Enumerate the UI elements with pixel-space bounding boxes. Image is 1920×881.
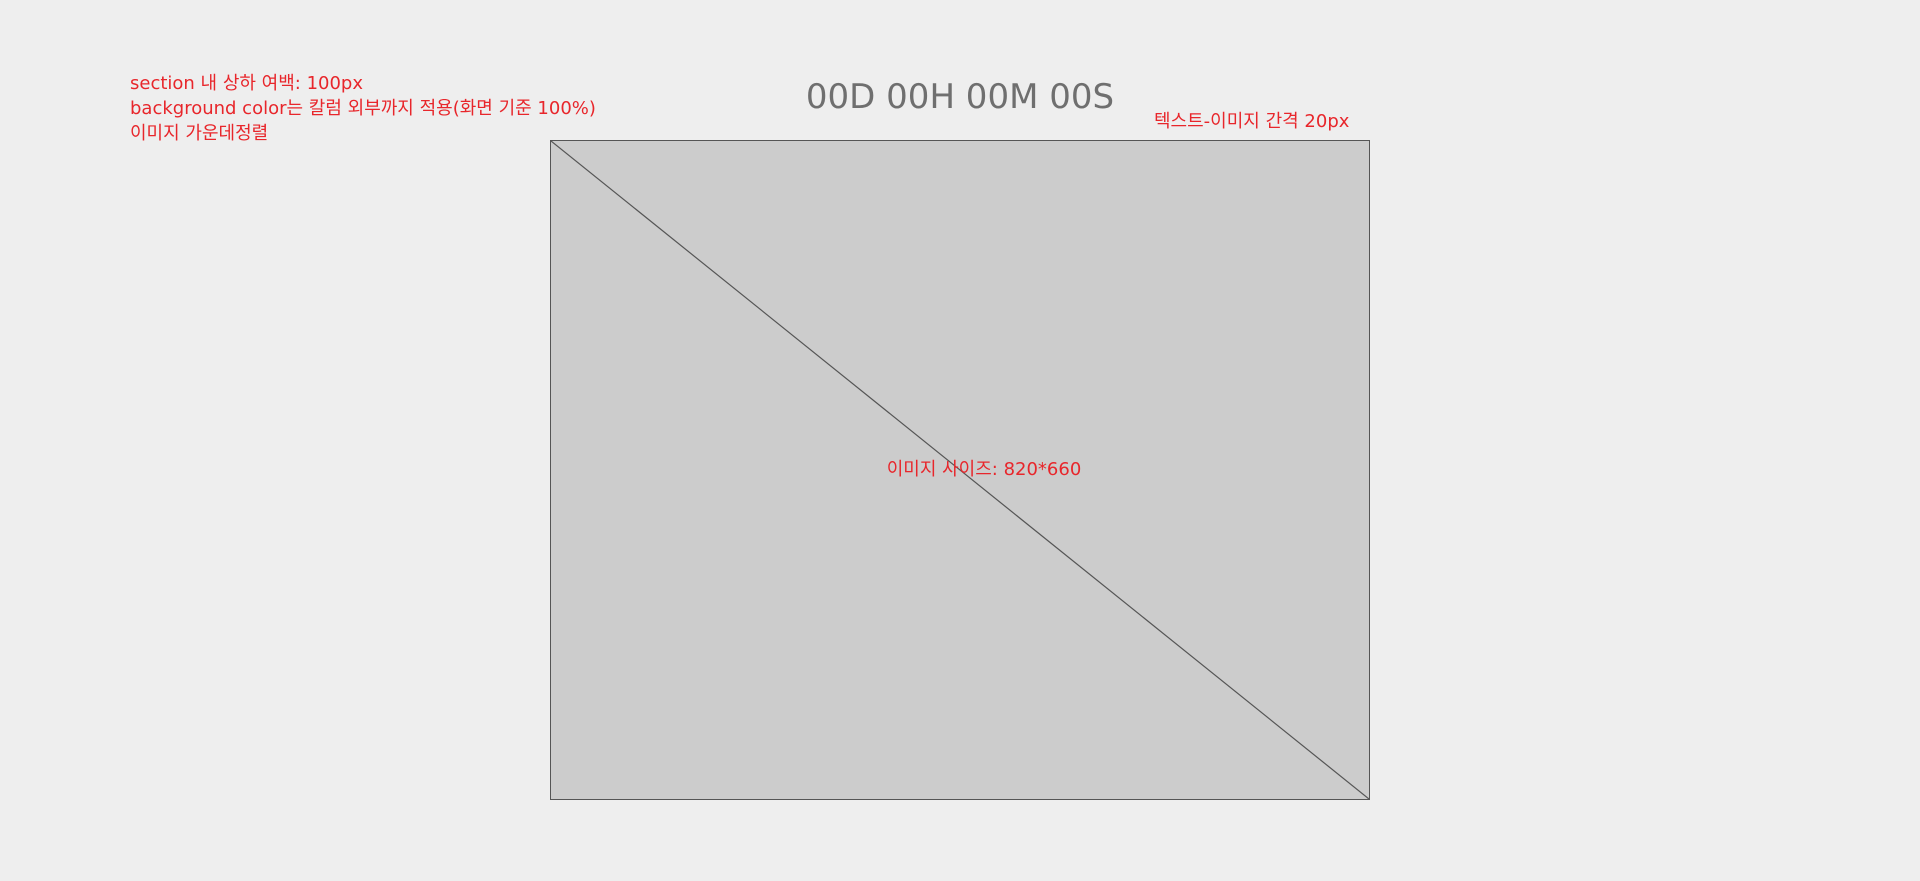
placeholder-diagonal-icon [551, 141, 1369, 799]
section-padding-note: section 내 상하 여백: 100px [130, 73, 364, 94]
image-placeholder: 이미지 사이즈: 820*660 [550, 140, 1370, 800]
background-color-note: background color는 칼럼 외부까지 적용(화면 기준 100%) [130, 98, 596, 119]
countdown-timer: 00D 00H 00M 00S [805, 77, 1115, 117]
layout-notes: section 내 상하 여백: 100px background color는… [130, 71, 596, 146]
text-image-gap-note: 텍스트-이미지 간격 20px [1154, 111, 1350, 132]
image-centering-note: 이미지 가운데정렬 [130, 123, 269, 144]
